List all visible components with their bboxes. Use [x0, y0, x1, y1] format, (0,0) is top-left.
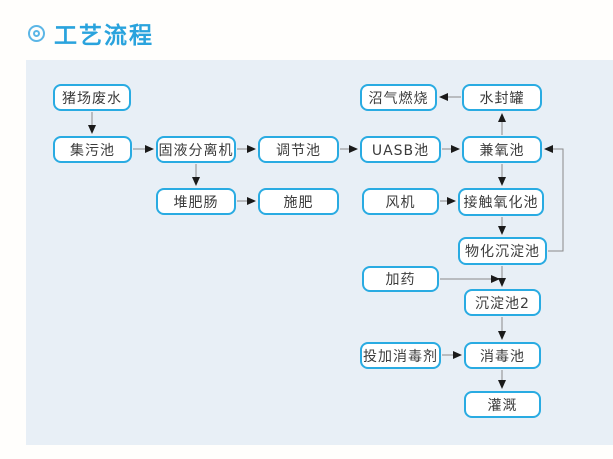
- flow-node-uasbchi: UASB池: [360, 136, 441, 163]
- flow-node-toujiaxiaoduji: 投加消毒剂: [360, 342, 441, 369]
- flow-node-wuhuachendianchi: 物化沉淀池: [458, 237, 547, 265]
- flow-node-shifei: 施肥: [258, 188, 339, 215]
- flow-node-shuifengguan: 水封罐: [462, 84, 542, 111]
- flow-node-jiwuchi: 集污池: [53, 136, 132, 163]
- flow-node-xiaoduchi: 消毒池: [464, 342, 541, 369]
- flow-node-jianyangchi: 兼氧池: [462, 136, 542, 163]
- flow-node-chendianchi2: 沉淀池2: [464, 289, 541, 316]
- page-title-row: 工艺流程: [28, 16, 154, 50]
- flow-node-guangai: 灌溉: [464, 391, 541, 418]
- flow-node-jiechuyanghuachi: 接触氧化池: [458, 188, 544, 216]
- flow-node-duifeichang: 堆肥肠: [156, 188, 236, 215]
- flow-node-jiayao: 加药: [362, 266, 439, 292]
- flow-node-zhuchangfeishui: 猪场废水: [53, 84, 131, 111]
- double-circle-icon: [28, 24, 45, 42]
- flow-node-fengji: 风机: [362, 188, 439, 215]
- flow-node-zhaoqiranshao: 沼气燃烧: [360, 84, 437, 111]
- flow-node-tiaojiechi: 调节池: [258, 136, 339, 163]
- page-title: 工艺流程: [54, 23, 154, 49]
- flow-node-guyefenliji: 固液分离机: [156, 136, 236, 163]
